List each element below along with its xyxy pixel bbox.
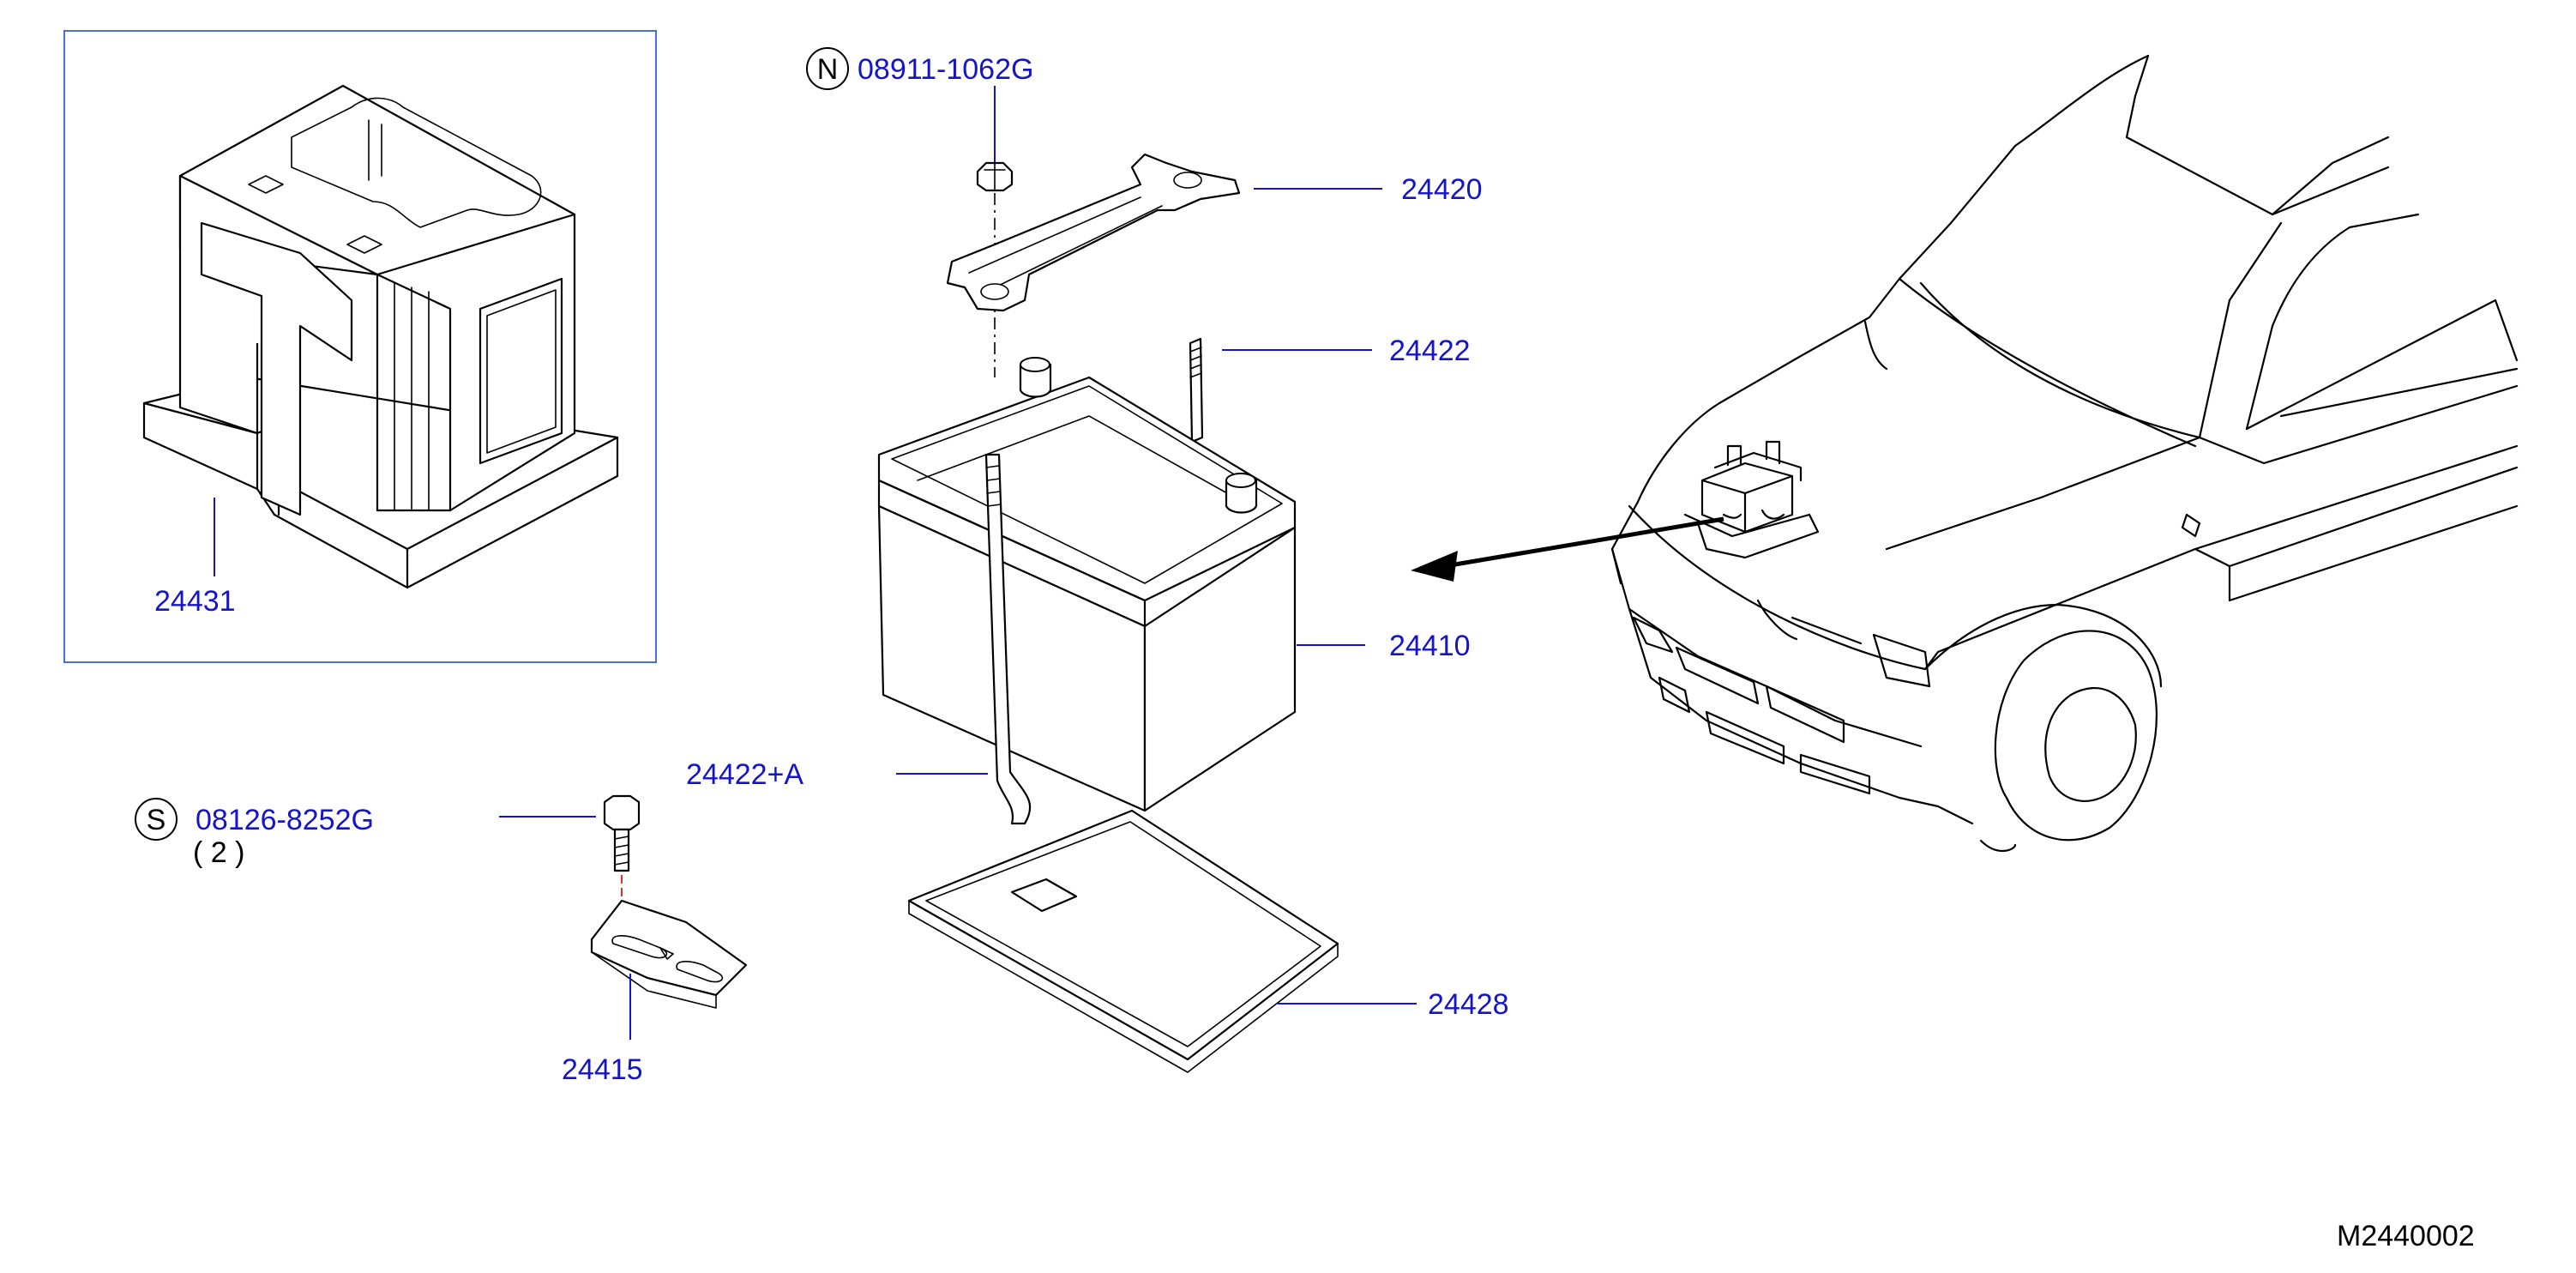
label-24422a: 24422+A bbox=[686, 758, 803, 791]
bolt-symbol: S bbox=[147, 804, 166, 836]
location-arrow-head bbox=[1411, 551, 1458, 582]
inset-frame bbox=[63, 30, 657, 663]
battery-tray-drawing bbox=[907, 809, 1339, 1073]
hook-bolt-a-drawing bbox=[984, 453, 1032, 825]
hold-down-bracket-drawing bbox=[946, 153, 1241, 312]
battery-cover-drawing bbox=[142, 84, 619, 589]
nut-symbol: N bbox=[817, 53, 839, 86]
label-24415: 24415 bbox=[562, 1053, 643, 1086]
bolt-quantity: ( 2 ) bbox=[193, 836, 244, 869]
label-24422: 24422 bbox=[1389, 335, 1471, 367]
nut-part-number: 08911-1062G bbox=[858, 53, 1033, 86]
vehicle-location-drawing bbox=[1610, 54, 2519, 852]
hook-bolt-drawing bbox=[1189, 337, 1204, 443]
bolt-symbol-circle bbox=[135, 798, 178, 841]
nut-drawing bbox=[976, 161, 1014, 192]
label-24428: 24428 bbox=[1428, 988, 1509, 1021]
drawing-number: M2440002 bbox=[2337, 1220, 2475, 1252]
bolt-drawing bbox=[603, 794, 641, 872]
nut-symbol-circle bbox=[806, 47, 849, 90]
clamp-drawing bbox=[590, 899, 748, 1009]
label-24431: 24431 bbox=[154, 585, 236, 618]
label-24420: 24420 bbox=[1401, 173, 1483, 206]
battery-drawing bbox=[877, 357, 1297, 812]
bolt-part-number: 08126-8252G bbox=[196, 804, 374, 836]
location-arrow bbox=[1444, 516, 1724, 569]
label-24410: 24410 bbox=[1389, 630, 1471, 662]
